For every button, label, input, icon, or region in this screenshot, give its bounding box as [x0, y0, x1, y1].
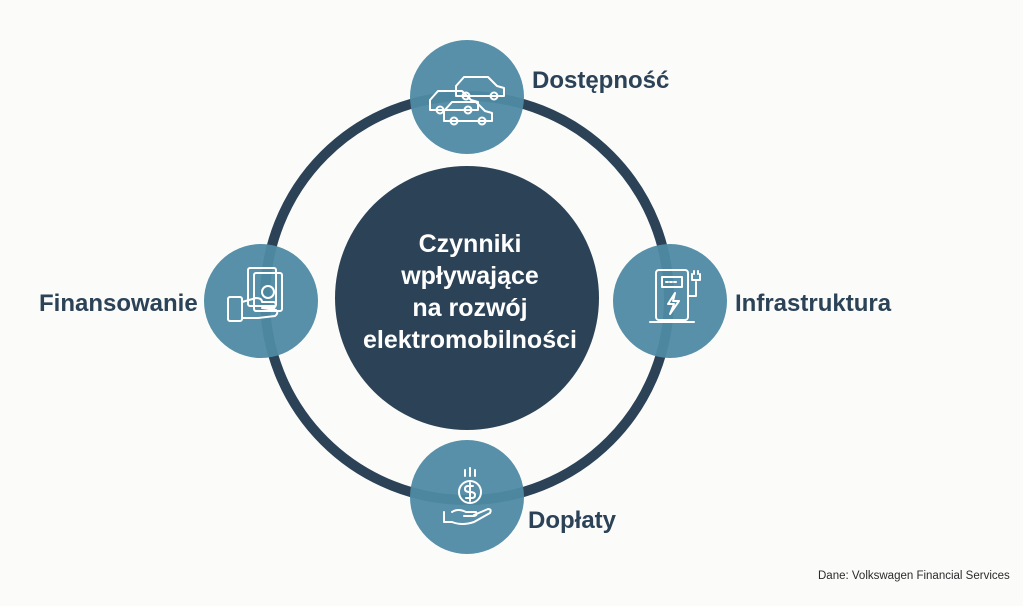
node-left	[204, 244, 318, 358]
center-title: Czynniki wpływające na rozwój elektromob…	[340, 228, 600, 356]
source-note: Dane: Volkswagen Financial Services	[818, 570, 1010, 582]
center-line-1: Czynniki	[418, 230, 522, 258]
center-line-3: na rozwój	[412, 294, 528, 322]
node-top	[410, 40, 524, 154]
hand-money-icon	[227, 267, 283, 322]
center-circle	[335, 166, 599, 430]
hand-coin-icon	[443, 467, 492, 525]
charging-station-icon	[649, 269, 701, 323]
center-line-4: elektromobilności	[363, 326, 577, 354]
center-line-2: wpływające	[401, 262, 539, 290]
label-doplaty: Dopłaty	[528, 507, 617, 534]
label-infrastruktura: Infrastruktura	[735, 290, 892, 317]
node-right	[613, 244, 727, 358]
label-dostepnosc: Dostępność	[532, 67, 670, 94]
node-bottom	[410, 440, 524, 554]
label-finansowanie: Finansowanie	[39, 290, 198, 317]
cars-icon	[429, 76, 505, 126]
